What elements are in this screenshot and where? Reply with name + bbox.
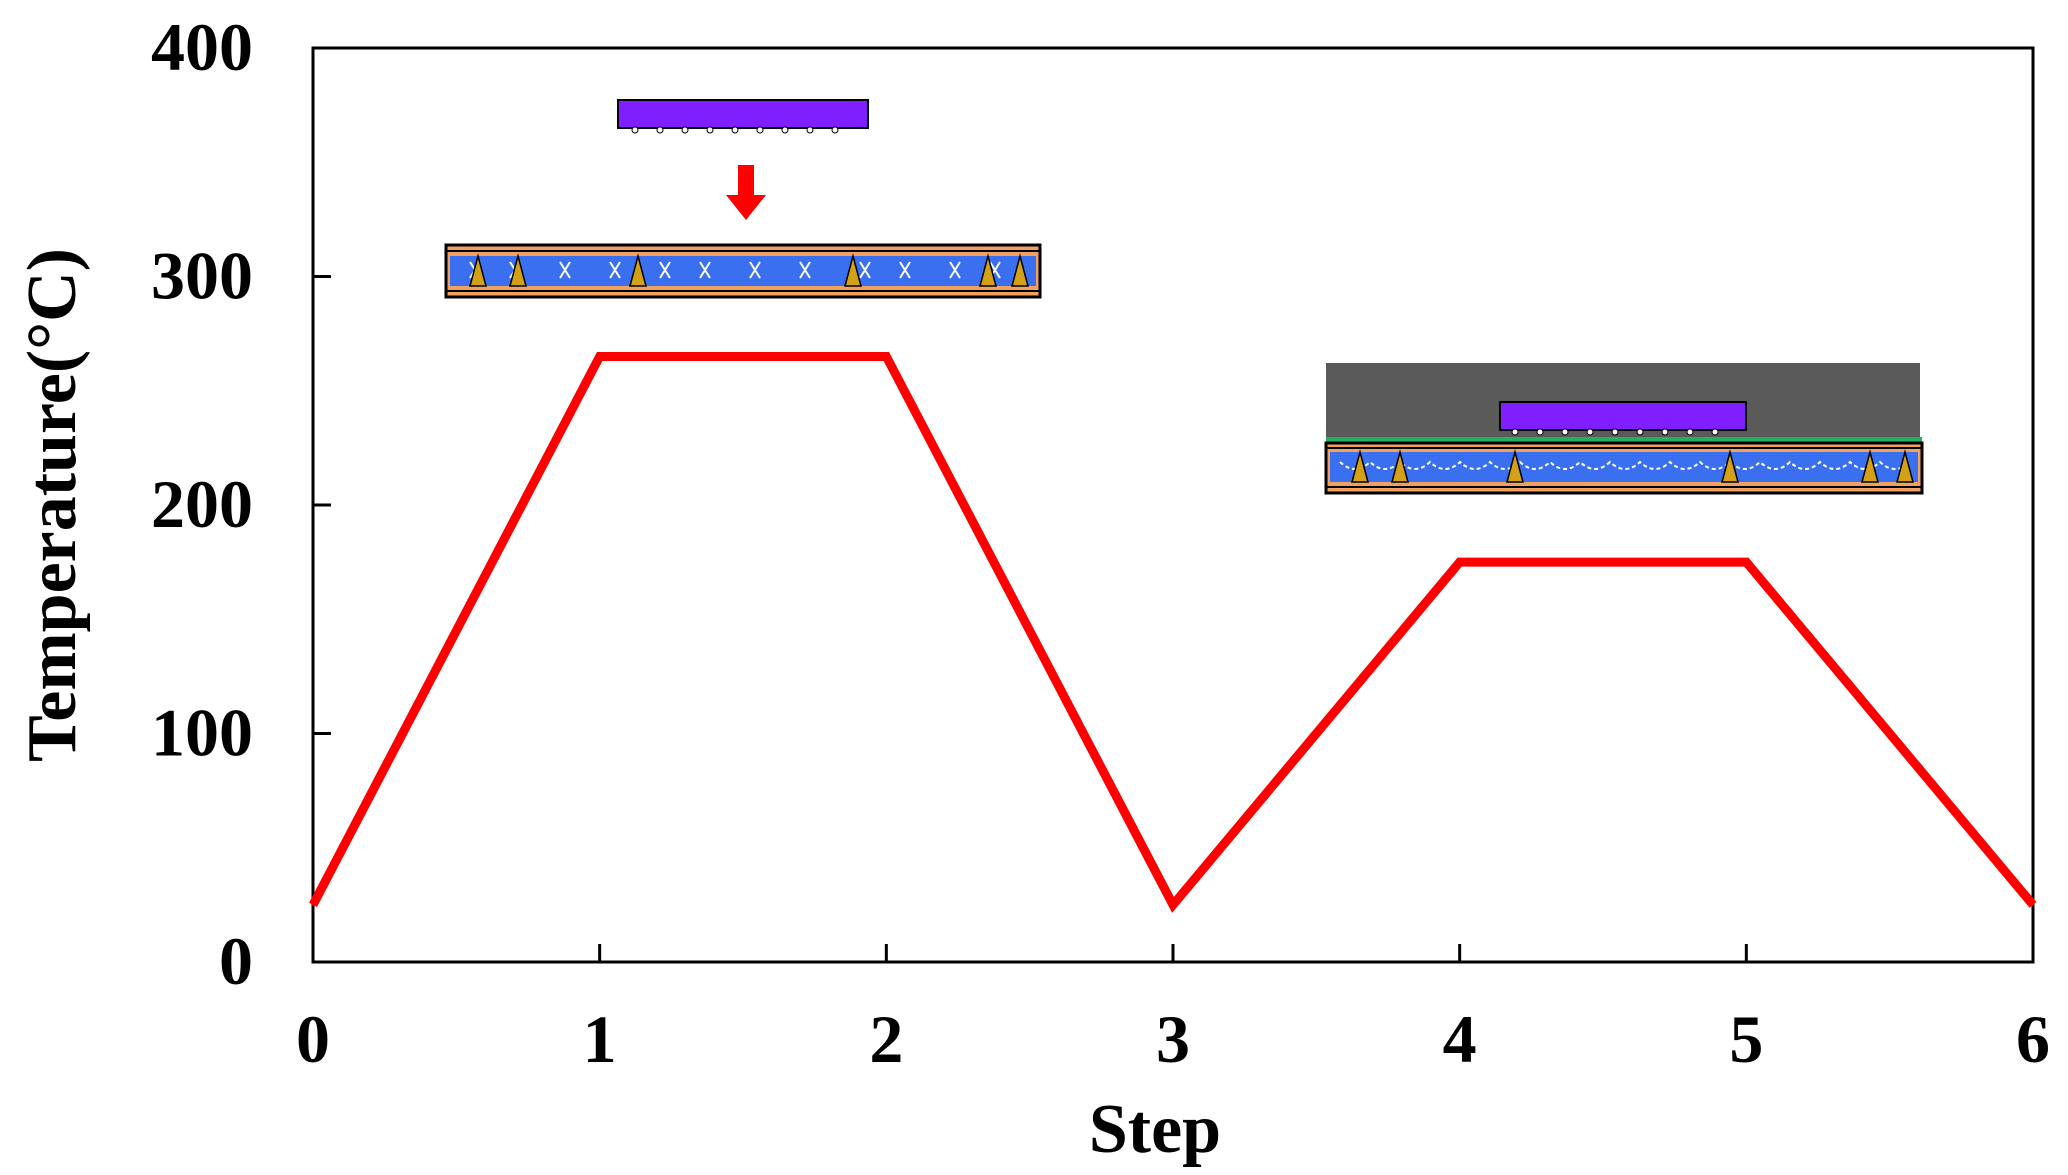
- x-tick-label: 2: [869, 1001, 903, 1077]
- x-tick-label: 6: [2016, 1001, 2050, 1077]
- data-point: [1172, 903, 1174, 906]
- data-point: [312, 903, 314, 906]
- x-tick-label: 0: [296, 1001, 330, 1077]
- x-tick-label: 5: [1729, 1001, 1763, 1077]
- data-point: [1458, 561, 1461, 564]
- y-tick-label: 400: [151, 9, 253, 85]
- series-layer: [309, 351, 2037, 913]
- data-point: [2032, 903, 2034, 906]
- chip-bumps: [631, 126, 839, 134]
- y-tick-label: 200: [151, 466, 253, 542]
- chip-top: [617, 99, 869, 129]
- bonding-schematic: [1324, 363, 1924, 495]
- substrate-2: [1324, 441, 1924, 495]
- x-tick-label: 1: [583, 1001, 617, 1077]
- data-point: [885, 355, 888, 358]
- plot-frame: [311, 46, 2035, 964]
- adhesive-film: [1326, 437, 1922, 443]
- placement-schematic: [444, 99, 1042, 299]
- y-axis-label: Temperature(°C): [14, 248, 91, 762]
- substrate-1: [444, 243, 1042, 299]
- y-axis: 0 100 200 300 400: [151, 9, 331, 999]
- chip-bonded: [1499, 401, 1747, 431]
- x-tick-label: 4: [1443, 1001, 1477, 1077]
- down-arrow-icon: [726, 165, 766, 220]
- x-tick-label: 3: [1156, 1001, 1190, 1077]
- data-point: [1745, 561, 1748, 564]
- y-tick-label: 300: [151, 238, 253, 314]
- y-tick-label: 0: [219, 923, 253, 999]
- x-axis: 0 1 2 3 4 5 6: [296, 944, 2050, 1077]
- y-tick-label: 100: [151, 695, 253, 771]
- x-axis-label: Step: [1089, 1091, 1221, 1168]
- data-point: [598, 355, 601, 358]
